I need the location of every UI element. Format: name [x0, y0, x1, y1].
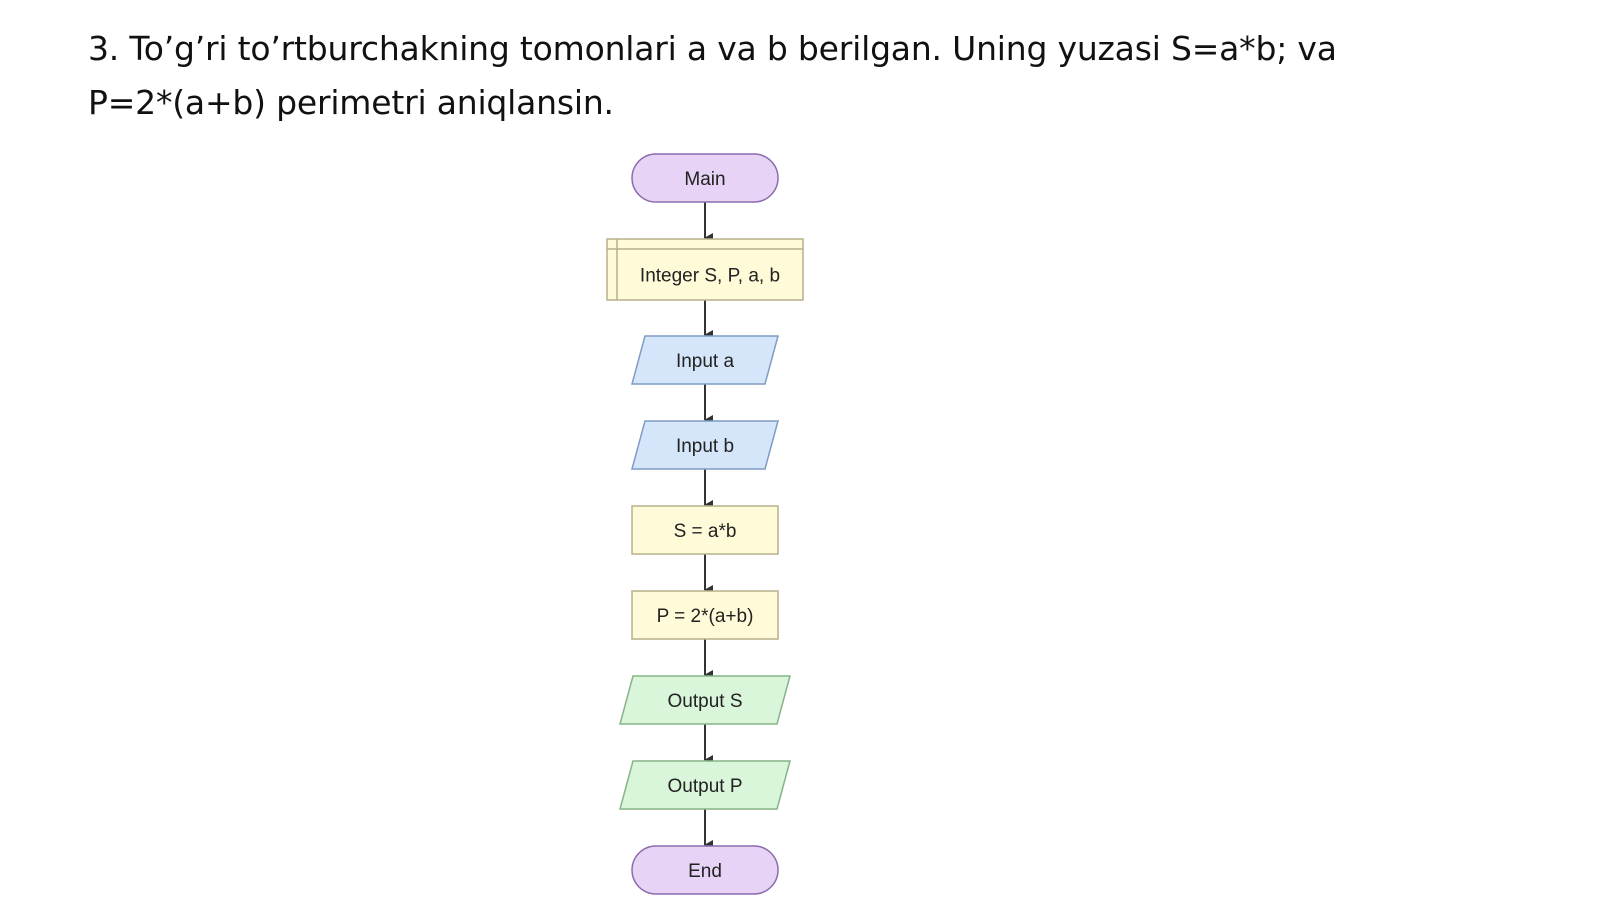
node-input-a: Input a	[631, 335, 779, 385]
node-label-assign-p: P = 2*(a+b)	[657, 606, 754, 627]
terminal-shape	[631, 845, 779, 895]
problem-line-2: P=2*(a+b) perimetri aniqlansin.	[88, 83, 614, 122]
process-shape	[631, 590, 779, 640]
terminal-shape	[631, 153, 779, 203]
node-output-s: Output S	[619, 675, 791, 725]
io-shape	[619, 760, 791, 810]
node-label-assign-s: S = a*b	[674, 521, 737, 542]
node-label-end: End	[688, 861, 722, 882]
node-label-input-b: Input b	[676, 436, 734, 457]
process-shape	[631, 505, 779, 555]
node-label-declare: Integer S, P, a, b	[640, 266, 780, 287]
problem-statement: 3. To’g’ri to’rtburchakning tomonlari a …	[88, 22, 1488, 130]
io-shape	[619, 675, 791, 725]
node-end: End	[631, 845, 779, 895]
node-assign-p: P = 2*(a+b)	[631, 590, 779, 640]
node-output-p: Output P	[619, 760, 791, 810]
node-label-input-a: Input a	[676, 351, 735, 372]
node-label-main: Main	[684, 169, 725, 190]
io-shape	[631, 335, 779, 385]
node-declare: Integer S, P, a, b	[606, 238, 804, 301]
io-shape	[631, 420, 779, 470]
node-label-output-p: Output P	[668, 776, 743, 797]
node-label-output-s: Output S	[668, 691, 743, 712]
node-main: Main	[631, 153, 779, 203]
problem-line-1: 3. To’g’ri to’rtburchakning tomonlari a …	[88, 29, 1337, 68]
node-assign-s: S = a*b	[631, 505, 779, 555]
node-input-b: Input b	[631, 420, 779, 470]
